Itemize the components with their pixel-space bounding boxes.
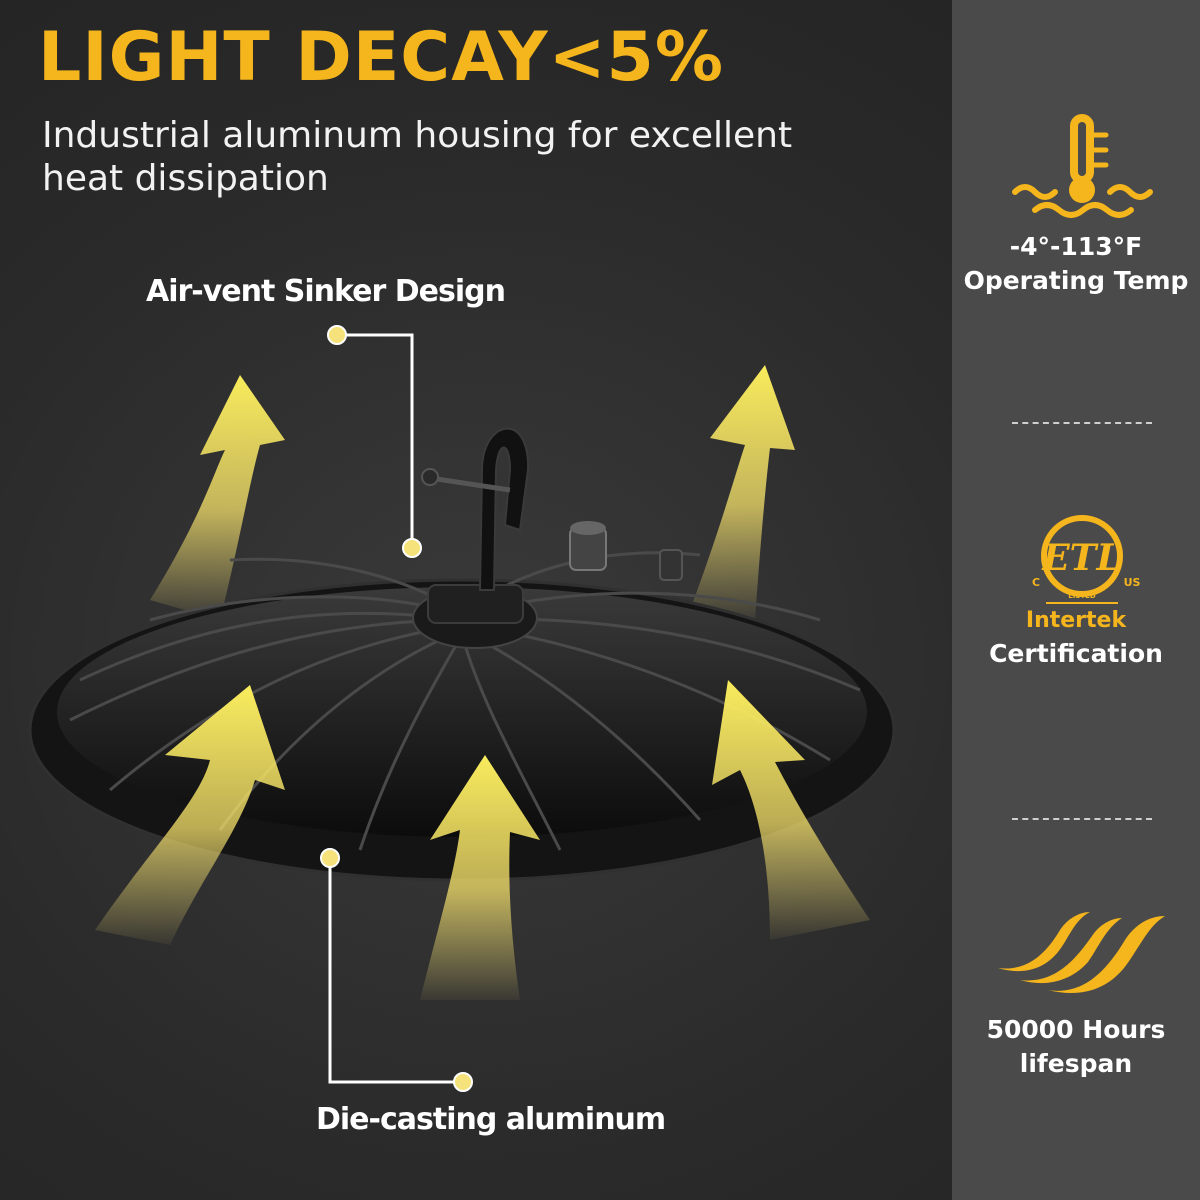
operating-temp-label: Operating Temp bbox=[963, 266, 1189, 295]
callout-line-bottom bbox=[320, 848, 473, 1092]
thermometer-waves-icon bbox=[1012, 114, 1153, 218]
lifespan-label: lifespan bbox=[1019, 1049, 1133, 1078]
subheadline: Industrial aluminum housing for excellen… bbox=[42, 115, 793, 199]
airflow-arrow-front-right bbox=[712, 680, 870, 940]
svg-text:US: US bbox=[1124, 576, 1141, 589]
operating-temp-block: -4°-113°F Operating Temp bbox=[952, 230, 1200, 298]
svg-text:ETL: ETL bbox=[1041, 537, 1122, 579]
callout-label-bottom: Die-casting aluminum bbox=[316, 1102, 666, 1137]
certification-label: Certification bbox=[989, 639, 1163, 668]
certification-block: Intertek Certification bbox=[952, 608, 1200, 671]
headline: LIGHT DECAY<5% bbox=[38, 18, 724, 97]
svg-text:LISTED: LISTED bbox=[1068, 592, 1096, 600]
airflow-arrow-back-left bbox=[150, 375, 285, 620]
callout-line-top bbox=[327, 325, 422, 558]
intertek-brand: Intertek bbox=[1025, 608, 1127, 633]
airflow-arrow-back-right bbox=[690, 365, 795, 620]
callout-label-top: Air-vent Sinker Design bbox=[146, 274, 506, 309]
operating-temp-value: -4°-113°F bbox=[1009, 232, 1143, 261]
sidebar-divider bbox=[1012, 818, 1152, 820]
lifespan-block: 50000 Hours lifespan bbox=[952, 1013, 1200, 1081]
airflow-arrow-front-center bbox=[420, 755, 540, 1000]
flame-waves-icon bbox=[998, 912, 1165, 994]
lifespan-value: 50000 Hours bbox=[986, 1015, 1166, 1044]
etl-listed-icon: ETL C US LISTED bbox=[1032, 515, 1141, 604]
svg-text:C: C bbox=[1032, 576, 1040, 589]
highbay-light-fixture bbox=[28, 427, 896, 882]
airflow-arrow-front-left bbox=[95, 685, 285, 945]
sidebar-divider bbox=[1012, 422, 1152, 424]
